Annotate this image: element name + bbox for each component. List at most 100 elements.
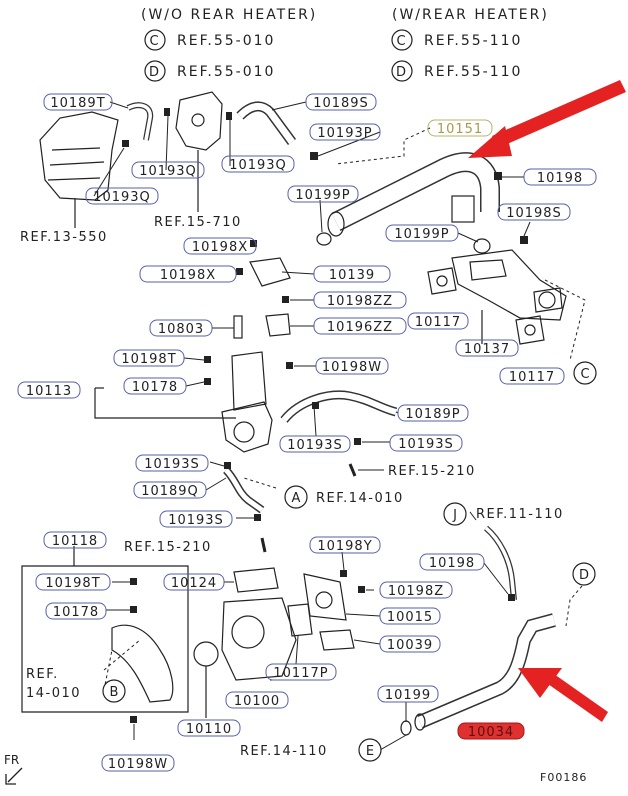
svg-text:10193S: 10193S	[398, 437, 454, 452]
svg-text:10113: 10113	[26, 384, 72, 399]
label-10151[interactable]: 10151	[427, 119, 493, 137]
svg-text:10198T: 10198T	[121, 352, 176, 367]
header-right-title: (W/REAR HEATER)	[392, 7, 549, 23]
label-10198Y[interactable]: 10198Y	[309, 536, 381, 554]
callout-circle-e	[358, 738, 382, 762]
label-10034-highlighted[interactable]: 10034	[457, 722, 525, 740]
svg-text:10198X: 10198X	[192, 240, 248, 255]
ref-circle-d-left	[144, 60, 166, 82]
label-10178-b[interactable]: 10178	[45, 602, 107, 620]
label-10117-b[interactable]: 10117	[499, 367, 565, 385]
svg-text:10139: 10139	[329, 268, 375, 283]
label-10198T-b[interactable]: 10198T	[35, 573, 111, 591]
thermostat-case-10100-drawing	[221, 597, 297, 681]
label-10015[interactable]: 10015	[379, 607, 441, 625]
label-10117P[interactable]: 10117P	[265, 663, 337, 681]
label-10198T-a[interactable]: 10198T	[113, 349, 185, 367]
label-10193P[interactable]: 10193P	[309, 123, 381, 141]
svg-text:10189S: 10189S	[313, 96, 369, 111]
label-10803[interactable]: 10803	[149, 319, 213, 337]
svg-text:10193S: 10193S	[144, 457, 200, 472]
fitting-10015-drawing	[303, 573, 347, 621]
label-10193S-d[interactable]: 10193S	[159, 510, 233, 528]
svg-text:10198: 10198	[429, 556, 475, 571]
label-10193Q-c[interactable]: 10193Q	[85, 187, 159, 205]
clamp-10193S-a	[312, 402, 319, 409]
ref-circle-c-right	[391, 29, 413, 51]
label-10198X-b[interactable]: 10198X	[139, 265, 237, 283]
red-arrow-bottom-icon	[518, 668, 608, 722]
label-10124[interactable]: 10124	[163, 573, 225, 591]
label-10198W-a[interactable]: 10198W	[315, 357, 389, 375]
label-10198S[interactable]: 10198S	[497, 203, 571, 221]
label-10178-a[interactable]: 10178	[123, 377, 187, 395]
hose-10189P-inner	[281, 392, 397, 422]
callout-circle-a	[284, 485, 308, 509]
svg-text:10110: 10110	[186, 722, 232, 737]
svg-text:10015: 10015	[387, 610, 433, 625]
label-10199[interactable]: 10199	[377, 685, 439, 703]
svg-text:10198X: 10198X	[160, 268, 216, 283]
front-label: FR	[4, 753, 19, 767]
label-10199P-a[interactable]: 10199P	[287, 185, 359, 203]
svg-text:10193Q: 10193Q	[93, 190, 151, 205]
label-10193S-c[interactable]: 10193S	[135, 454, 209, 472]
label-10193Q-a[interactable]: 10193Q	[131, 161, 205, 179]
bolt-10198S	[520, 236, 528, 244]
label-10139[interactable]: 10139	[313, 265, 391, 283]
label-10193S-b[interactable]: 10193S	[389, 434, 463, 452]
label-10118[interactable]: 10118	[43, 531, 107, 549]
label-10198ZZ[interactable]: 10198ZZ	[313, 291, 407, 309]
svg-text:10118: 10118	[52, 534, 98, 549]
ref-14-010-b-line2: 14-010	[26, 686, 81, 701]
callout-circle-c	[573, 361, 597, 385]
svg-text:10193S: 10193S	[168, 513, 224, 528]
bolt-10198X-a	[250, 240, 257, 247]
label-10137[interactable]: 10137	[455, 339, 519, 357]
label-10198W-b[interactable]: 10198W	[101, 754, 175, 772]
fitting-10015-port	[315, 591, 333, 609]
bracket-10196ZZ-drawing	[265, 313, 291, 337]
svg-text:10034: 10034	[468, 725, 514, 740]
label-10193S-a[interactable]: 10193S	[279, 435, 351, 453]
svg-text:10193S: 10193S	[287, 438, 343, 453]
label-10189P[interactable]: 10189P	[397, 404, 469, 422]
label-10113[interactable]: 10113	[17, 381, 81, 399]
label-10198Z[interactable]: 10198Z	[379, 581, 453, 599]
label-10198-b[interactable]: 10198	[419, 553, 485, 571]
svg-text:10198T: 10198T	[45, 576, 100, 591]
svg-text:10198W: 10198W	[108, 757, 168, 772]
label-10110[interactable]: 10110	[177, 719, 241, 737]
callout-letter-e: E	[366, 744, 374, 759]
part-drawings	[21, 91, 567, 736]
label-10198X-a[interactable]: 10198X	[183, 237, 257, 255]
label-10193Q-b[interactable]: 10193Q	[221, 155, 295, 173]
label-10117-a[interactable]: 10117	[407, 312, 469, 330]
bolt-10198	[494, 172, 502, 180]
ref-14-010-b-line1: REF.	[26, 667, 59, 682]
bolt-10178-b	[130, 606, 137, 613]
ref-14-110: REF.14-110	[240, 744, 328, 759]
ref-text-d-right: REF.55-110	[424, 64, 522, 80]
label-10189S[interactable]: 10189S	[305, 93, 377, 111]
gasket-10199P-right	[473, 238, 491, 254]
callout-letter-c: C	[580, 367, 589, 382]
svg-text:10198Z: 10198Z	[388, 584, 444, 599]
label-10189Q[interactable]: 10189Q	[133, 481, 207, 499]
svg-text:10189Q: 10189Q	[141, 484, 199, 499]
label-10196ZZ[interactable]: 10196ZZ	[313, 317, 407, 335]
thermostat-housing-upper	[231, 351, 267, 411]
label-10100[interactable]: 10100	[225, 691, 289, 709]
callout-circle-j	[443, 502, 467, 526]
gasket-10199	[400, 720, 412, 736]
leader-lines	[93, 101, 586, 751]
gasket-10199P-left	[316, 232, 332, 246]
engine-block-drawing	[39, 111, 119, 201]
bolt-10198W-a	[286, 362, 293, 369]
label-10199P-b[interactable]: 10199P	[385, 224, 459, 242]
label-10039[interactable]: 10039	[379, 635, 441, 653]
bolt-10198Z	[358, 586, 365, 593]
label-10189T[interactable]: 10189T	[43, 93, 113, 111]
label-10198[interactable]: 10198	[523, 168, 597, 186]
